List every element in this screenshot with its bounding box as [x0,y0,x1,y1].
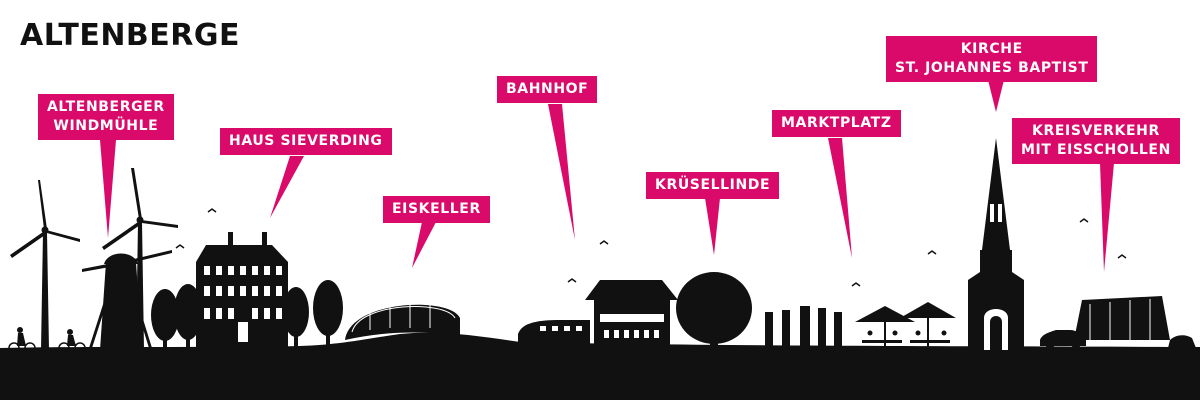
station-sign: ALTENBERGE [607,315,657,323]
car [1040,330,1086,351]
pointer-sieverding [270,156,304,218]
label-kreisverkehr-line-2: MIT EISSCHOLLEN [1021,142,1171,158]
cafe-umbrellas [855,302,956,348]
label-bahnhof: BAHNHOF [497,76,598,103]
cyclists [8,327,86,354]
label-sieverding-line-1: HAUS SIEVERDING [229,133,383,149]
page-title: ALTENBERGE [20,18,241,53]
pointer-kruesellinde [705,198,720,255]
pointer-windmill [100,140,116,238]
label-marktplatz-line-1: MARKTPLATZ [781,115,892,131]
kirche-church [968,138,1024,350]
label-eiskeller: EISKELLER [383,196,490,223]
label-kruesellinde: KRÜSELLINDE [646,172,780,199]
label-windmill-line-1: ALTENBERGER [47,99,165,115]
pointer-eiskeller [412,222,436,268]
label-sieverding: HAUS SIEVERDING [220,128,392,155]
label-kirche-line-1: KIRCHE [960,41,1023,57]
train [518,320,590,344]
label-kruesellinde-line-1: KRÜSELLINDE [655,177,771,193]
haus-sieverding [196,232,288,350]
wind-turbine-left [10,180,80,350]
kreisverkehr-eisschollen [1074,296,1196,348]
pointer-kirche [988,80,1004,112]
label-pointers [100,80,1114,272]
ground [0,332,1200,400]
birds [175,208,1127,287]
bahnhof-building [585,280,678,346]
pointer-bahnhof [548,104,575,240]
silhouette [0,138,1200,400]
eiskeller [345,299,460,340]
label-marktplatz: MARKTPLATZ [772,110,901,137]
label-kreisverkehr: KREISVERKEHR MIT EISSCHOLLEN [1012,118,1180,164]
label-bahnhof-line-1: BAHNHOF [506,81,589,97]
label-kirche: KIRCHE ST. JOHANNES BAPTIST [886,36,1098,82]
label-windmill: ALTENBERGER WINDMÜHLE [38,94,174,140]
windmill [82,250,172,350]
label-kreisverkehr-line-1: KREISVERKEHR [1032,123,1160,139]
kruesellinde-tree [676,272,752,350]
pointer-kreisverkehr [1100,163,1114,272]
label-kirche-line-2: ST. JOHANNES BAPTIST [895,60,1089,76]
label-windmill-line-2: WINDMÜHLE [53,118,159,134]
pointer-marktplatz [828,138,852,258]
label-eiskeller-line-1: EISKELLER [392,201,481,217]
marktplatz-pillars [765,306,842,348]
